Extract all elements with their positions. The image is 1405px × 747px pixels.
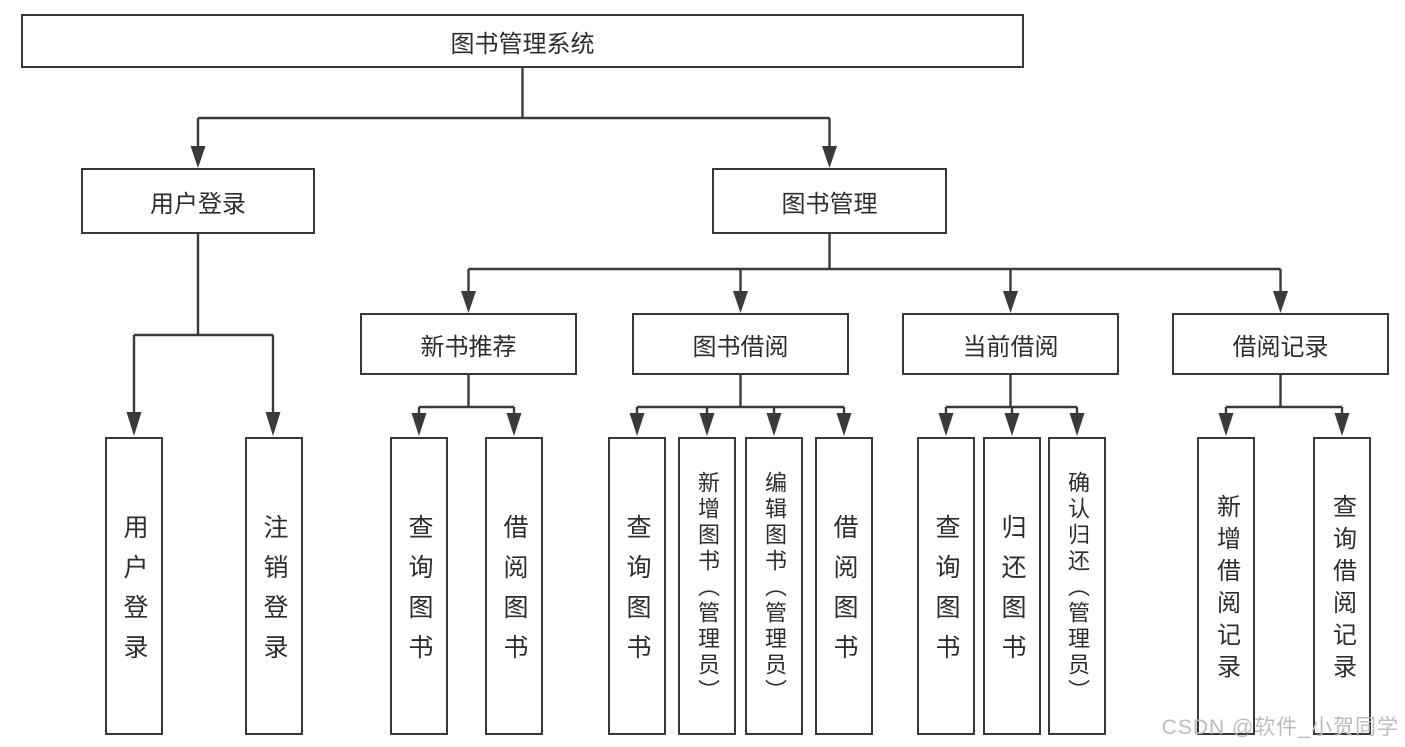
leaf-confirm-return-admin: 确认归还（管理员） <box>1048 437 1106 735</box>
leaf-query-borrow-record: 查询借阅记录 <box>1313 437 1371 735</box>
leaf-query-books-recommend: 查询图书 <box>390 437 448 735</box>
leaf-return-books: 归还图书 <box>983 437 1041 735</box>
leaf-add-book-admin: 新增图书（管理员） <box>678 437 736 735</box>
node-user-login-branch: 用户登录 <box>81 168 315 234</box>
leaf-edit-book-admin: 编辑图书（管理员） <box>745 437 803 735</box>
node-current-borrowing: 当前借阅 <box>902 313 1119 375</box>
node-library-system: 图书管理系统 <box>21 14 1024 68</box>
leaf-user-login: 用户登录 <box>105 437 163 735</box>
leaf-borrow-books-borrowing: 借阅图书 <box>815 437 873 735</box>
leaf-query-books-borrowing: 查询图书 <box>608 437 666 735</box>
csdn-watermark: CSDN @软件_小贺同学 <box>1161 716 1399 739</box>
leaf-borrow-books-recommend: 借阅图书 <box>485 437 543 735</box>
node-book-borrowing: 图书借阅 <box>632 313 849 375</box>
node-book-management: 图书管理 <box>712 168 947 234</box>
leaf-logout: 注销登录 <box>245 437 303 735</box>
node-new-book-recommend: 新书推荐 <box>360 313 577 375</box>
leaf-query-books-current: 查询图书 <box>917 437 975 735</box>
node-borrowing-records: 借阅记录 <box>1172 313 1389 375</box>
leaf-add-borrow-record: 新增借阅记录 <box>1197 437 1255 735</box>
